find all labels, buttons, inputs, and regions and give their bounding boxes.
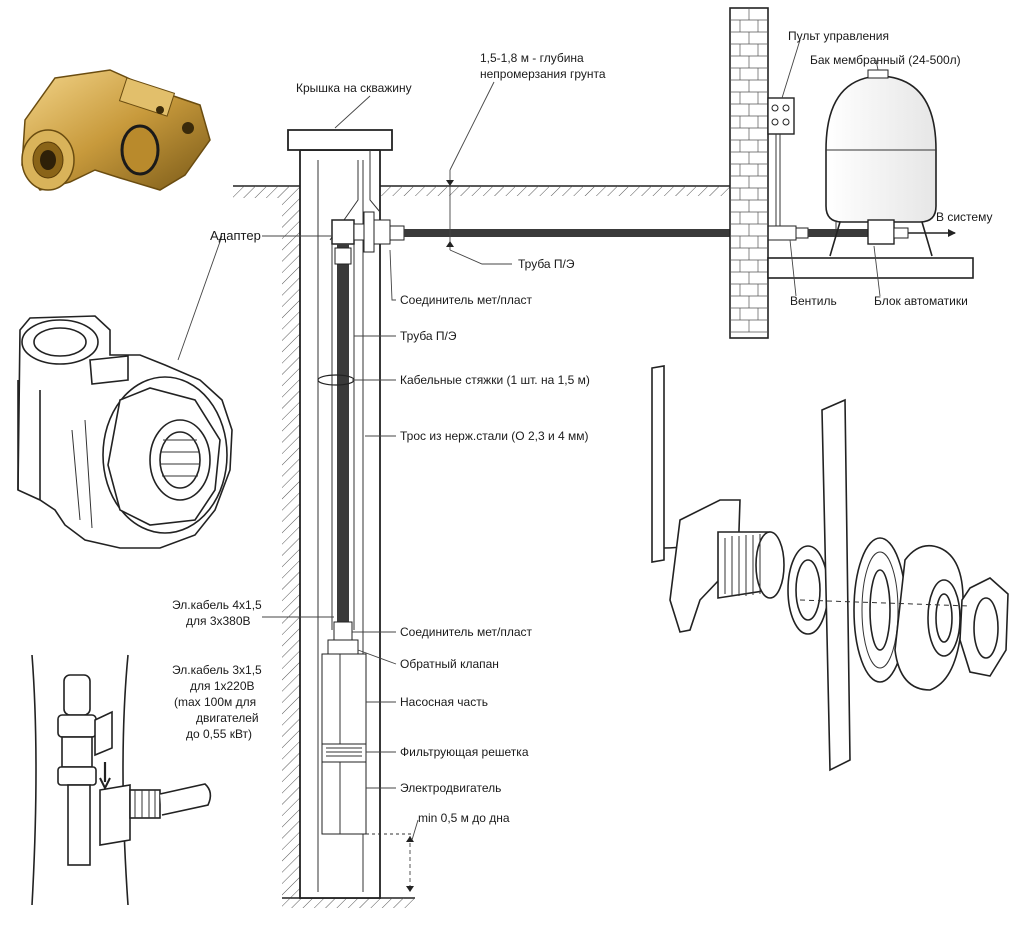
label-cable-220-2: для 1х220В — [190, 679, 255, 693]
label-motor: Электродвигатель — [400, 781, 501, 795]
label-cable-220-3: (max 100м для — [174, 695, 256, 709]
label-cable-ties: Кабельные стяжки (1 шт. на 1,5 м) — [400, 373, 590, 387]
min-bottom-marker — [366, 833, 414, 892]
label-check-valve: Обратный клапан — [400, 657, 499, 671]
label-min-bottom: min 0,5 м до дна — [418, 811, 510, 825]
label-steel-cable: Трос из нерж.стали (О 2,3 и 4 мм) — [400, 429, 589, 443]
label-cable-380-2: для 3х380В — [186, 614, 251, 628]
label-pe-pipe-horizontal: Труба П/Э — [518, 257, 575, 271]
brick-wall — [729, 7, 974, 339]
label-cable-380-1: Эл.кабель 4х1,5 — [172, 598, 262, 612]
well-cap — [287, 129, 393, 151]
label-adapter: Адаптер — [210, 228, 261, 243]
label-automation-unit: Блок автоматики — [874, 294, 968, 308]
text-labels: Крышка на скважину 1,5-1,8 м - глубина н… — [172, 29, 992, 825]
label-valve: Вентиль — [790, 294, 837, 308]
automation-block — [867, 219, 956, 245]
label-cable-220-4: двигателей — [196, 711, 259, 725]
label-depth-note-1: 1,5-1,8 м - глубина — [480, 51, 584, 65]
label-depth-note-2: непромерзания грунта — [480, 67, 606, 81]
control-panel — [767, 97, 795, 226]
exploded-adapter-drawing — [651, 365, 1009, 772]
label-to-system: В систему — [936, 210, 992, 224]
label-pe-pipe-vertical: Труба П/Э — [400, 329, 457, 343]
label-filter-grid: Фильтрующая решетка — [400, 745, 529, 759]
label-connector-bottom: Соединитель мет/пласт — [400, 625, 533, 639]
brass-adapter-photo — [21, 69, 211, 191]
horizontal-pe-pipe — [404, 229, 766, 237]
leader-lines — [177, 39, 881, 841]
label-cable-220-1: Эл.кабель 3х1,5 — [172, 663, 262, 677]
label-pump-section: Насосная часть — [400, 695, 488, 709]
submersible-pump — [321, 621, 367, 835]
label-cable-220-5: до 0,55 кВт) — [186, 727, 252, 741]
label-well-cap: Крышка на скважину — [296, 81, 412, 95]
adapter-drawing — [17, 315, 233, 549]
membrane-tank — [825, 69, 937, 257]
vertical-pe-pipe — [337, 244, 349, 624]
freeze-depth-marker — [446, 170, 454, 250]
adapter-assembly — [331, 211, 868, 253]
label-control-panel: Пульт управления — [788, 29, 889, 43]
label-connector-top: Соединитель мет/пласт — [400, 293, 533, 307]
label-tank: Бак мембранный (24-500л) — [810, 53, 961, 67]
well-connection-drawing — [31, 654, 212, 906]
